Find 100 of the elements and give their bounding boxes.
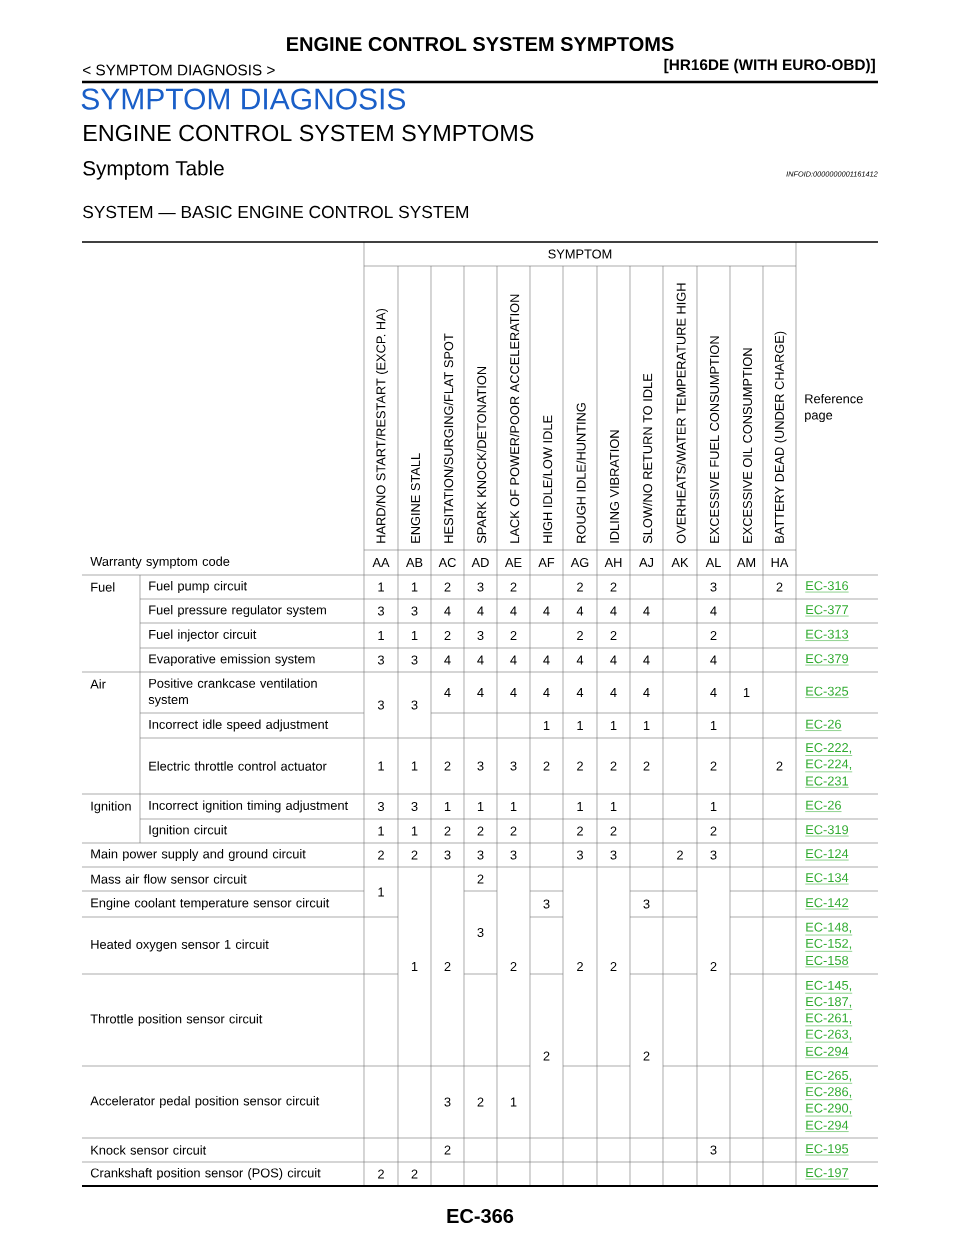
link: EC-313 bbox=[805, 629, 849, 641]
column-header: SLOW/NO RETURN TO IDLE bbox=[642, 373, 653, 544]
table-cell: 2 bbox=[610, 582, 617, 592]
table-cell: 1 bbox=[477, 802, 484, 811]
table-cell: Air bbox=[90, 679, 106, 689]
table-cell: 3 bbox=[710, 582, 717, 592]
table-cell: 2 bbox=[477, 874, 484, 884]
table-cell: 2 bbox=[610, 761, 617, 771]
column-header: OVERHEATS/WATER TEMPERATURE HIGH bbox=[676, 283, 686, 544]
column-header: BATTERY DEAD (UNDER CHARGE) bbox=[774, 331, 787, 543]
link: EC-231 bbox=[805, 776, 849, 788]
link: EC-325 bbox=[805, 686, 849, 698]
table-cell: Evaporative emission system bbox=[149, 654, 315, 666]
symptom-code: AK bbox=[671, 558, 689, 567]
symptom-code: AB bbox=[406, 558, 423, 567]
column-header: HIGH IDLE/LOW IDLE bbox=[542, 415, 553, 543]
table-cell: 3 bbox=[411, 606, 418, 616]
table-cell: 1 bbox=[411, 582, 418, 592]
table-cell: 3 bbox=[510, 850, 517, 860]
link: EC-294 bbox=[805, 1046, 849, 1058]
table-cell: 1 bbox=[543, 721, 550, 730]
table-cell: Main power supply and ground circuit bbox=[91, 849, 306, 861]
table-cell: 3 bbox=[477, 582, 484, 592]
symptom-code: AC bbox=[438, 558, 456, 568]
section-title: ENGINE CONTROL SYSTEM SYMPTOMS bbox=[84, 124, 534, 142]
table-cell: 2 bbox=[477, 1097, 484, 1107]
table-cell: Ignition circuit bbox=[149, 825, 228, 837]
table-cell: 1 bbox=[444, 802, 451, 811]
chapter-title: SYMPTOM DIAGNOSIS bbox=[81, 88, 406, 110]
table-cell: 1 bbox=[378, 582, 384, 592]
page-heading: ENGINE CONTROL SYSTEM SYMPTOMS bbox=[287, 36, 674, 52]
table-cell: Heated oxygen sensor 1 circuit bbox=[91, 939, 269, 952]
table-cell: 1 bbox=[610, 721, 617, 730]
table-title: SYSTEM — BASIC ENGINE CONTROL SYSTEM bbox=[83, 205, 468, 219]
column-header: HESITATION/SURGING/FLAT SPOT bbox=[443, 333, 454, 543]
link: EC-197 bbox=[805, 1168, 849, 1180]
table-cell: 2 bbox=[710, 962, 717, 971]
table-cell: 3 bbox=[377, 700, 384, 710]
table-cell: 2 bbox=[411, 1169, 418, 1179]
table-cell: 4 bbox=[477, 688, 484, 697]
table-cell: 2 bbox=[444, 962, 451, 971]
column-header: LACK OF POWER/POOR ACCELERATION bbox=[509, 294, 520, 543]
table-cell: 3 bbox=[510, 761, 517, 771]
table-cell: 3 bbox=[477, 761, 484, 771]
table-cell: 2 bbox=[610, 826, 617, 836]
table-cell: 4 bbox=[444, 688, 451, 697]
table-cell: 4 bbox=[510, 606, 517, 616]
table-cell: 3 bbox=[444, 850, 451, 860]
link: EC-142 bbox=[805, 898, 849, 910]
table-cell: 4 bbox=[610, 606, 617, 616]
table-cell: 3 bbox=[477, 928, 484, 938]
table-cell: 2 bbox=[510, 826, 517, 836]
link: EC-195 bbox=[805, 1144, 849, 1156]
symptom-code: AH bbox=[604, 558, 622, 567]
table-cell: 2 bbox=[378, 1169, 384, 1179]
table-cell: 1 bbox=[577, 721, 583, 730]
table-cell: 1 bbox=[411, 826, 418, 836]
table-cell: 4 bbox=[576, 688, 584, 697]
table-cell: Fuel pressure regulator system bbox=[149, 605, 326, 617]
table-cell: 1 bbox=[743, 688, 750, 697]
table-cell: 1 bbox=[710, 802, 717, 811]
link: EC-294 bbox=[805, 1120, 849, 1132]
table-cell: Warranty symptom code bbox=[90, 556, 230, 569]
section-path: < SYMPTOM DIAGNOSIS > bbox=[83, 64, 275, 76]
link: EC-26 bbox=[805, 719, 842, 731]
table-cell: 3 bbox=[377, 606, 384, 616]
table-cell: Incorrect idle speed adjustment bbox=[149, 719, 329, 732]
table-cell: 1 bbox=[510, 1097, 517, 1107]
table-cell: 2 bbox=[477, 826, 484, 836]
table-cell: 2 bbox=[444, 761, 451, 771]
table-cell: 1 bbox=[378, 887, 384, 897]
table-cell: 2 bbox=[577, 582, 583, 592]
subsection-title: Symptom Table bbox=[83, 160, 224, 180]
table-cell: 1 bbox=[643, 721, 650, 730]
table-cell: 4 bbox=[576, 606, 584, 616]
table-cell: 2 bbox=[510, 962, 517, 971]
table-cell: 4 bbox=[643, 688, 650, 697]
link: EC-316 bbox=[805, 581, 849, 593]
table-cell: 4 bbox=[543, 688, 550, 697]
symptom-code: AD bbox=[471, 558, 489, 567]
table-cell: 4 bbox=[510, 655, 517, 665]
link: EC-265, bbox=[805, 1070, 853, 1084]
symptom-code: AL bbox=[705, 558, 721, 567]
table-cell: 2 bbox=[543, 761, 550, 771]
table-cell: 4 bbox=[477, 655, 484, 665]
table-cell: 3 bbox=[710, 1145, 717, 1155]
table-cell: 4 bbox=[510, 688, 517, 697]
table-cell: Incorrect ignition timing adjustment bbox=[149, 800, 349, 813]
table-cell: 2 bbox=[577, 962, 583, 971]
link: EC-148, bbox=[805, 922, 853, 936]
column-header: ROUGH IDLE/HUNTING bbox=[576, 403, 586, 543]
table-cell: 4 bbox=[576, 655, 584, 665]
table-cell: 2 bbox=[510, 582, 517, 592]
column-header: HARD/NO START/RESTART (EXCP. HA) bbox=[376, 308, 388, 543]
table-cell: 2 bbox=[577, 826, 583, 836]
table-cell: 4 bbox=[444, 606, 451, 616]
link: EC-379 bbox=[805, 654, 849, 666]
link: EC-290, bbox=[805, 1103, 853, 1117]
symptom-code: HA bbox=[771, 558, 789, 567]
table-cell: 3 bbox=[444, 1097, 451, 1107]
